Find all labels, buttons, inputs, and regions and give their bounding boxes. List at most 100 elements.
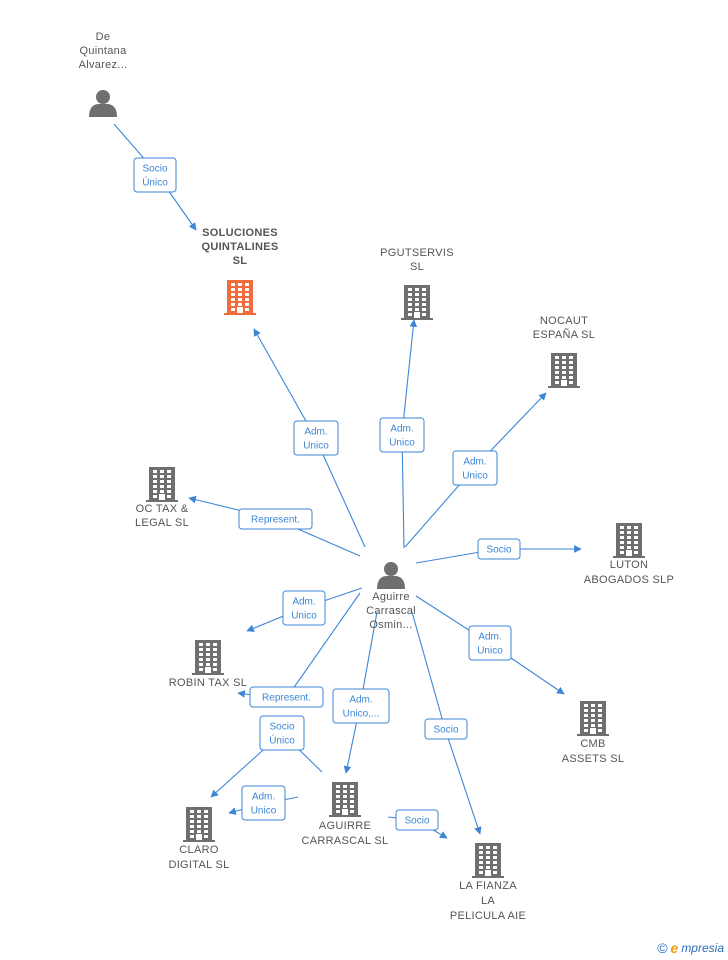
node-cmb[interactable]: CMB ASSETS SL <box>562 701 625 765</box>
edge-label-box[interactable] <box>379 417 425 453</box>
edge-label-e11[interactable]: Socio <box>424 718 468 740</box>
edge-label-e5[interactable]: Represent. <box>238 508 313 530</box>
edge-label-e2[interactable]: Adm.Unico <box>293 420 339 456</box>
node-label: SOLUCIONES <box>202 227 278 239</box>
edge-label-text: Adm. <box>304 427 327 438</box>
edge-label-box[interactable] <box>424 718 468 740</box>
node-octax[interactable]: OC TAX & LEGAL SL <box>135 467 189 529</box>
edge-label-text: Unico <box>251 806 277 817</box>
edge-label-box[interactable] <box>238 508 313 530</box>
building-icon[interactable] <box>548 353 580 388</box>
edge-label-box[interactable] <box>133 157 177 193</box>
node-label: SL <box>233 255 248 267</box>
building-icon[interactable] <box>329 782 361 817</box>
edge-label-text: Represent. <box>262 693 311 704</box>
node-label: CARRASCAL SL <box>302 835 389 847</box>
building-icon[interactable] <box>146 467 178 502</box>
building-icon[interactable] <box>401 285 433 320</box>
node-label: De <box>96 31 111 43</box>
edge-label-text: Socio <box>404 816 429 827</box>
building-icon[interactable] <box>472 843 504 878</box>
edge-label-e10[interactable]: Adm. Unico,... <box>332 688 390 724</box>
node-de-quintana[interactable]: DeQuintanaAlvarez... <box>79 31 128 117</box>
edge-label-e13[interactable]: Adm. Unico <box>241 785 286 821</box>
node-label: Carrascal <box>366 605 416 617</box>
edge-label-text: Único <box>142 176 168 189</box>
edge-label-text: Represent. <box>251 515 300 526</box>
node-pgutservis[interactable]: PGUTSERVIS SL <box>380 247 454 320</box>
node-label: NOCAUT <box>540 315 588 327</box>
edge-label-text: Unico <box>389 438 415 449</box>
edge-label-box[interactable] <box>468 625 512 661</box>
brand-initial: e <box>670 940 679 956</box>
node-label: CLARO <box>179 844 219 856</box>
node-aguirre-sl[interactable]: AGUIRRE CARRASCAL SL <box>302 782 389 847</box>
node-label: SL <box>410 261 424 273</box>
building-icon[interactable] <box>613 523 645 558</box>
edge-label-text: Adm. <box>349 695 372 706</box>
edge-label-text: Unico <box>477 646 503 657</box>
edge-label-box[interactable] <box>477 538 521 560</box>
edge-label-e4[interactable]: Adm. Unico <box>452 450 498 486</box>
node-label: ROBIN TAX SL <box>169 677 247 689</box>
edge-label-box[interactable] <box>293 420 339 456</box>
node-label: OC TAX & <box>136 503 189 515</box>
edge-label-text: Adm. <box>252 792 275 803</box>
edge-label-text: Unico <box>462 471 488 482</box>
edge-label-box[interactable] <box>452 450 498 486</box>
person-icon[interactable] <box>377 562 405 589</box>
node-soluciones[interactable]: SOLUCIONES QUINTALINES SL <box>201 227 278 315</box>
edge-label-e7[interactable]: Adm. Unico <box>282 590 326 626</box>
edge-label-box[interactable] <box>259 715 305 751</box>
edge-label-box[interactable] <box>249 686 324 708</box>
node-label: ESPAÑA SL <box>533 328 595 341</box>
edge-label-text: Socio <box>142 164 167 175</box>
node-robin[interactable]: ROBIN TAX SL <box>169 640 247 689</box>
brand-name: mpresia <box>681 941 724 955</box>
building-icon[interactable] <box>577 701 609 736</box>
node-aguirre-person[interactable]: AguirreCarrascalOsmin... <box>366 562 416 631</box>
edge-label-e9[interactable]: Represent. <box>249 686 324 708</box>
edge-label-text: Unico,... <box>343 709 380 720</box>
edge-label-text: Único <box>269 734 295 747</box>
edge-label-text: Adm. <box>478 632 501 643</box>
building-icon[interactable] <box>183 807 215 842</box>
edge-label-e6[interactable]: Socio <box>477 538 521 560</box>
edge-label-box[interactable] <box>282 590 326 626</box>
edge-label-text: Adm. <box>390 424 413 435</box>
node-label: QUINTALINES <box>201 241 278 253</box>
edge-label-e3[interactable]: Adm. Unico <box>379 417 425 453</box>
node-label: Osmin... <box>369 619 412 631</box>
edge-label-e8[interactable]: Adm. Unico <box>468 625 512 661</box>
edge-label-text: Adm. <box>463 457 486 468</box>
edge-labels-layer: SocioÚnicoAdm.UnicoAdm.UnicoAdm.UnicoRep… <box>133 157 521 831</box>
edge-label-text: Socio <box>433 725 458 736</box>
copyright-symbol: © <box>657 940 668 956</box>
edge-label-box[interactable] <box>241 785 286 821</box>
edge-label-text: Unico <box>291 611 317 622</box>
node-label: LA <box>481 895 495 907</box>
node-label: LEGAL SL <box>135 517 189 529</box>
node-label: CMB <box>580 738 605 750</box>
edge-label-box[interactable] <box>395 809 439 831</box>
edge-label-box[interactable] <box>332 688 390 724</box>
node-label: Quintana <box>79 45 127 57</box>
node-label: PGUTSERVIS <box>380 247 454 259</box>
node-label: AGUIRRE <box>319 820 371 832</box>
person-icon[interactable] <box>89 90 117 117</box>
building-icon[interactable] <box>224 280 256 315</box>
building-icon[interactable] <box>192 640 224 675</box>
edge-label-e14[interactable]: Socio <box>395 809 439 831</box>
node-label: ASSETS SL <box>562 753 625 765</box>
node-label: Alvarez... <box>79 59 128 71</box>
node-label: PELICULA AIE <box>450 910 526 922</box>
edge-label-text: Adm. <box>292 597 315 608</box>
edge-label-text: Socio <box>269 722 294 733</box>
